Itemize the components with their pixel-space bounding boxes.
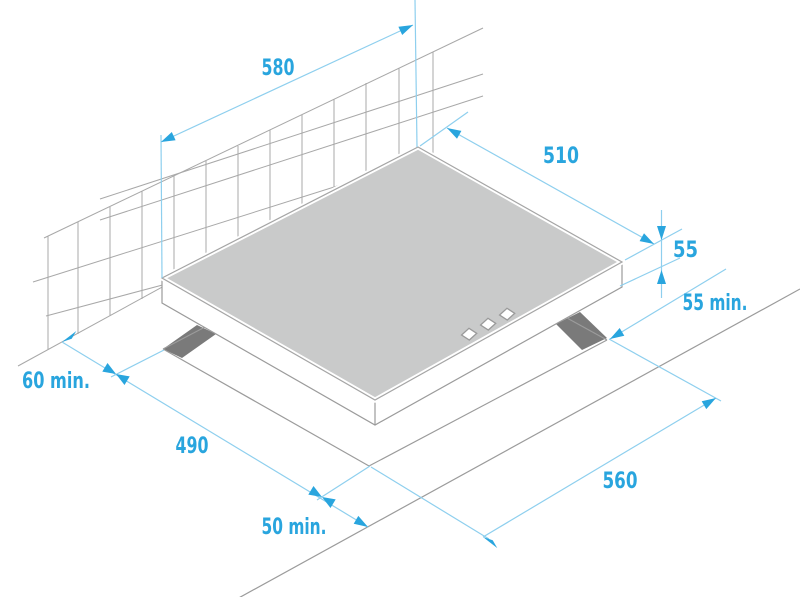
dim-55: 55 bbox=[619, 210, 698, 298]
dim-510-line bbox=[446, 127, 655, 245]
dim-55min-label: 55 min. bbox=[683, 291, 748, 316]
cutout-back-left-edge bbox=[162, 326, 206, 350]
dim-60min-arrow bbox=[62, 331, 77, 342]
wall-grid bbox=[17, 27, 484, 367]
cutout-hole-left bbox=[163, 325, 216, 358]
dim-560: 560 bbox=[370, 338, 722, 549]
dim-560-label: 560 bbox=[603, 469, 638, 494]
cooktop-glass-outline bbox=[160, 146, 624, 401]
dim-510-ext-right bbox=[624, 228, 683, 261]
cutout-back-right-edge bbox=[566, 317, 608, 341]
dim-560-line bbox=[482, 397, 717, 538]
cutout-front-left-edge bbox=[162, 348, 370, 467]
dim-580-line bbox=[160, 24, 414, 143]
dim-560-arrow-left bbox=[483, 537, 498, 549]
dim-580-label: 580 bbox=[262, 56, 295, 81]
dim-55-arrow-up bbox=[657, 270, 666, 284]
dim-chain-front: 60 min. 490 50 min. bbox=[22, 331, 371, 540]
control-button-2 bbox=[479, 317, 497, 331]
dim-60min-label: 60 min. bbox=[22, 369, 90, 394]
dim-55min: 55 min. bbox=[609, 268, 748, 340]
dim-510-ext-left bbox=[419, 111, 469, 147]
dim-580-arrow-right bbox=[398, 25, 413, 35]
dim-50min-label: 50 min. bbox=[262, 515, 327, 540]
control-button-1 bbox=[460, 327, 478, 341]
fence-rail-4 bbox=[45, 282, 171, 317]
control-button-3 bbox=[498, 307, 516, 321]
counter-cutout bbox=[162, 312, 608, 467]
dim-55-label: 55 bbox=[673, 238, 698, 263]
dim-510-arrow-right bbox=[639, 233, 654, 244]
dim-510-label: 510 bbox=[543, 144, 579, 169]
dim-55-arrow-down bbox=[657, 226, 666, 240]
dim-580: 580 bbox=[160, 0, 418, 279]
fence-top-line bbox=[43, 27, 484, 239]
dim-580-ext-left bbox=[160, 134, 163, 279]
dim-580-ext-right bbox=[414, 0, 418, 148]
counter-front-edge bbox=[234, 288, 800, 601]
cutout-hole-right bbox=[556, 312, 607, 350]
dim-510-arrow-left bbox=[447, 128, 462, 139]
cooktop bbox=[156, 144, 628, 426]
dim-560-ext-right bbox=[608, 338, 722, 402]
dim-bowtie-1b bbox=[116, 374, 130, 385]
dim-490-label: 490 bbox=[176, 434, 209, 459]
dim-55min-line bbox=[609, 268, 727, 340]
fence-rail-1 bbox=[99, 73, 484, 200]
fence-rail-3 bbox=[32, 181, 351, 283]
dim-55-ext-bottom bbox=[619, 257, 681, 287]
dim-55min-arrow bbox=[610, 328, 625, 339]
dim-bowtie-1a bbox=[102, 363, 116, 374]
cooktop-glass bbox=[156, 144, 628, 403]
fence-rail-2 bbox=[99, 95, 484, 221]
control-buttons bbox=[460, 307, 516, 341]
cutout-front-right-edge bbox=[368, 339, 608, 467]
dim-580-arrow-left bbox=[161, 132, 176, 142]
dim-510: 510 bbox=[419, 111, 683, 261]
dim-chain-ext-cutout-left bbox=[110, 349, 165, 378]
dim-chain-ext-cutout-front bbox=[316, 465, 371, 501]
dim-bowtie-2a bbox=[308, 486, 322, 497]
fence-posts bbox=[47, 52, 434, 350]
dim-560-ext-left bbox=[370, 466, 490, 540]
dim-bowtie-2b bbox=[322, 497, 336, 508]
dim-560-arrow-right bbox=[701, 398, 716, 410]
dim-50min-arrow bbox=[353, 515, 368, 527]
